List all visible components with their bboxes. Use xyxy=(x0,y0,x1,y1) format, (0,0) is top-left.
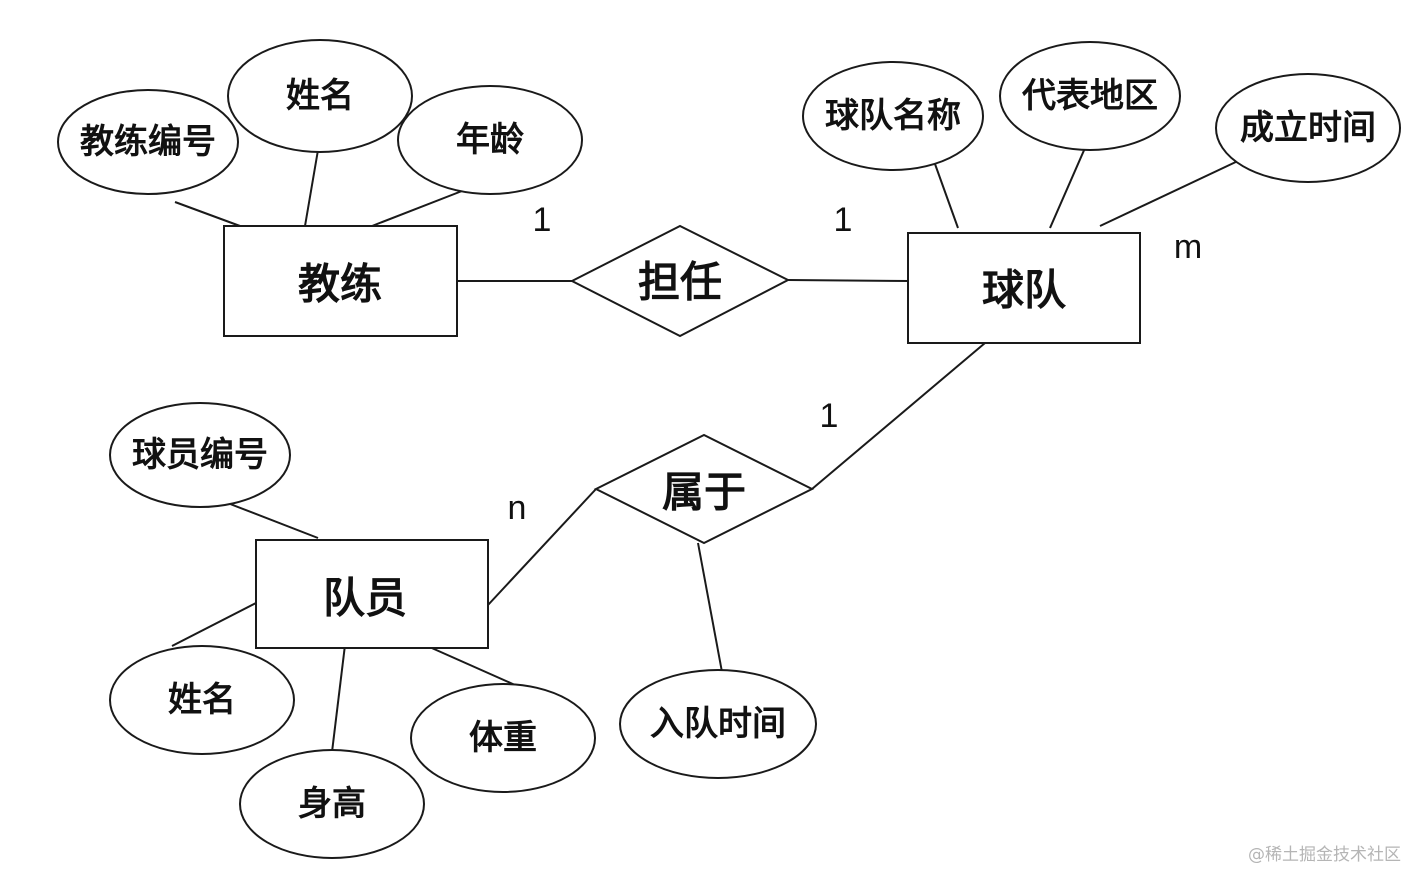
edge-player-id xyxy=(224,501,319,539)
entity-team: 球队 xyxy=(907,232,1141,344)
relationship-belongs-label: 属于 xyxy=(662,468,746,517)
entity-player: 队员 xyxy=(255,539,489,649)
attribute-coach-age: 年龄 xyxy=(397,85,583,195)
attribute-coach-name: 姓名 xyxy=(227,39,413,153)
attribute-player-weight: 体重 xyxy=(410,683,596,793)
attribute-team-region-label: 代表地区 xyxy=(1021,76,1158,116)
edge-team-belongs xyxy=(811,342,986,490)
edge-player-weight xyxy=(424,644,516,686)
entity-coach: 教练 xyxy=(223,225,458,337)
attribute-team-name-label: 球队名称 xyxy=(825,96,961,136)
edge-coach-age xyxy=(371,190,463,227)
attribute-player-weight-label: 体重 xyxy=(469,718,537,758)
edge-coaches-team xyxy=(787,279,911,282)
attribute-player-height: 身高 xyxy=(239,749,425,859)
connector-lines xyxy=(171,147,1241,753)
edge-coach-name xyxy=(304,149,319,227)
entity-team-label: 球队 xyxy=(982,266,1067,315)
attribute-join-time-label: 入队时间 xyxy=(650,704,786,744)
cardinality-labels: 1 1 m 1 n xyxy=(508,201,1203,527)
edge-join-time xyxy=(697,542,723,673)
watermark: @稀土掘金技术社区 xyxy=(1248,845,1401,865)
cardinality-team-belongs-side: 1 xyxy=(820,397,839,435)
attribute-player-id: 球员编号 xyxy=(109,402,291,508)
attribute-join-time: 入队时间 xyxy=(619,669,817,779)
attribute-team-region: 代表地区 xyxy=(999,41,1181,151)
relationship-coaches-label: 担任 xyxy=(638,258,722,307)
attribute-coach-name-label: 姓名 xyxy=(286,76,354,116)
cardinality-team-m: m xyxy=(1174,228,1202,266)
entity-coach-label: 教练 xyxy=(298,260,382,309)
attribute-coach-id-label: 教练编号 xyxy=(80,122,216,162)
attribute-team-founded: 成立时间 xyxy=(1215,73,1401,183)
cardinality-player-side: n xyxy=(508,489,527,527)
edge-team-founded xyxy=(1099,159,1241,227)
edge-coach-id xyxy=(174,201,241,227)
edge-player-name xyxy=(171,602,257,647)
edge-team-name xyxy=(934,163,959,229)
edge-belongs-player xyxy=(487,488,597,606)
attribute-team-founded-label: 成立时间 xyxy=(1240,108,1376,148)
attribute-coach-id: 教练编号 xyxy=(57,89,239,195)
cardinality-team-coaches-side: 1 xyxy=(834,201,853,239)
edge-team-region xyxy=(1049,147,1086,229)
cardinality-coach-side: 1 xyxy=(533,201,552,239)
attribute-player-name-label: 姓名 xyxy=(168,680,236,720)
entity-player-label: 队员 xyxy=(323,574,407,623)
relationship-coaches: 担任 xyxy=(569,224,791,338)
attribute-team-name: 球队名称 xyxy=(802,61,984,171)
edge-player-height xyxy=(331,644,346,753)
attribute-player-id-label: 球员编号 xyxy=(132,435,268,475)
relationship-belongs: 属于 xyxy=(593,433,815,545)
attribute-player-height-label: 身高 xyxy=(298,784,366,824)
attribute-coach-age-label: 年龄 xyxy=(456,120,524,160)
attribute-player-name: 姓名 xyxy=(109,645,295,755)
